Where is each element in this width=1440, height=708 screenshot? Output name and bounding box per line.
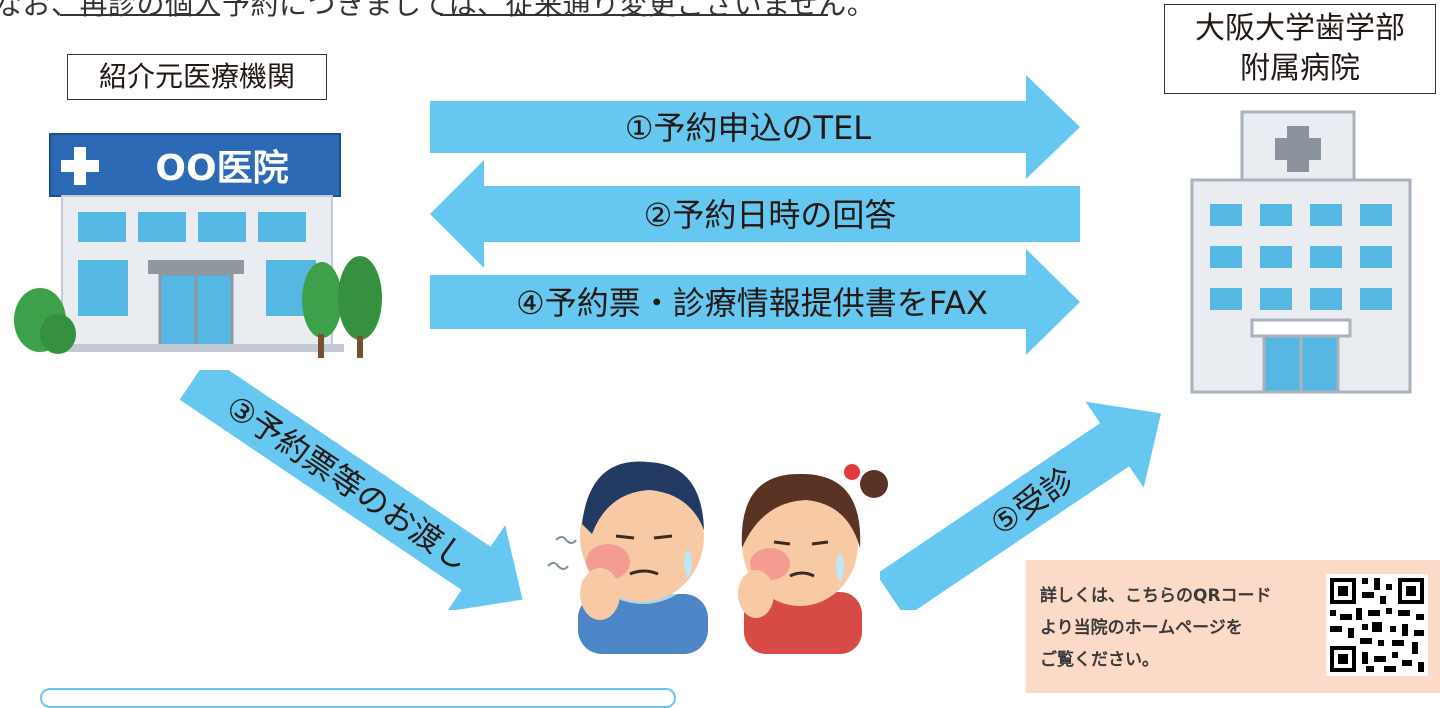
qr-info-line3: ご覧ください。 xyxy=(1040,650,1159,670)
arrow-step1: ①予約申込のTEL xyxy=(430,75,1080,179)
qr-info-line2: より当院のホームページを xyxy=(1040,618,1243,638)
step2-text: ②予約日時の回答 xyxy=(644,196,897,234)
step4-text: ④予約票・診療情報提供書をFAX xyxy=(516,284,988,322)
step1-text: ①予約申込のTEL xyxy=(625,109,871,147)
qr-info-text: 詳しくは、こちらのQRコード より当院のホームページを ご覧ください。 xyxy=(1040,580,1272,676)
top-note: なお、再診の個人予約につきましては、従来通り変更ございません。 xyxy=(0,0,876,21)
top-note-underline xyxy=(60,14,220,16)
clinic-illustration: OO医院 xyxy=(14,133,382,358)
hospital-illustration xyxy=(1190,110,1412,394)
qr-info-line1: 詳しくは、こちらのQRコード xyxy=(1040,586,1272,606)
hospital-label-line1: 大阪大学歯学部 xyxy=(1195,11,1405,46)
qr-info-panel: 詳しくは、こちらのQRコード より当院のホームページを ご覧ください。 xyxy=(1026,560,1440,693)
arrow-step4: ④予約票・診療情報提供書をFAX xyxy=(430,249,1080,355)
referring-institution-label: 紹介元医療機関 xyxy=(67,54,327,100)
patients-illustration xyxy=(547,461,888,654)
arrow-step2: ②予約日時の回答 xyxy=(430,160,1080,268)
clinic-sign-text: OO医院 xyxy=(155,148,288,189)
top-note-underline xyxy=(440,14,828,16)
arrow-step5: ⑤受診 xyxy=(880,401,1162,610)
hospital-label-line2: 附属病院 xyxy=(1240,51,1360,86)
qr-code[interactable] xyxy=(1326,574,1428,676)
arrow-step3: ③予約票等のお渡し xyxy=(179,370,523,610)
step3-text: ③予約票等のお渡し xyxy=(219,388,476,579)
hospital-label: 大阪大学歯学部 附属病院 xyxy=(1164,4,1436,94)
bottom-info-box-edge xyxy=(40,688,676,708)
referring-institution-text: 紹介元医療機関 xyxy=(98,60,295,93)
